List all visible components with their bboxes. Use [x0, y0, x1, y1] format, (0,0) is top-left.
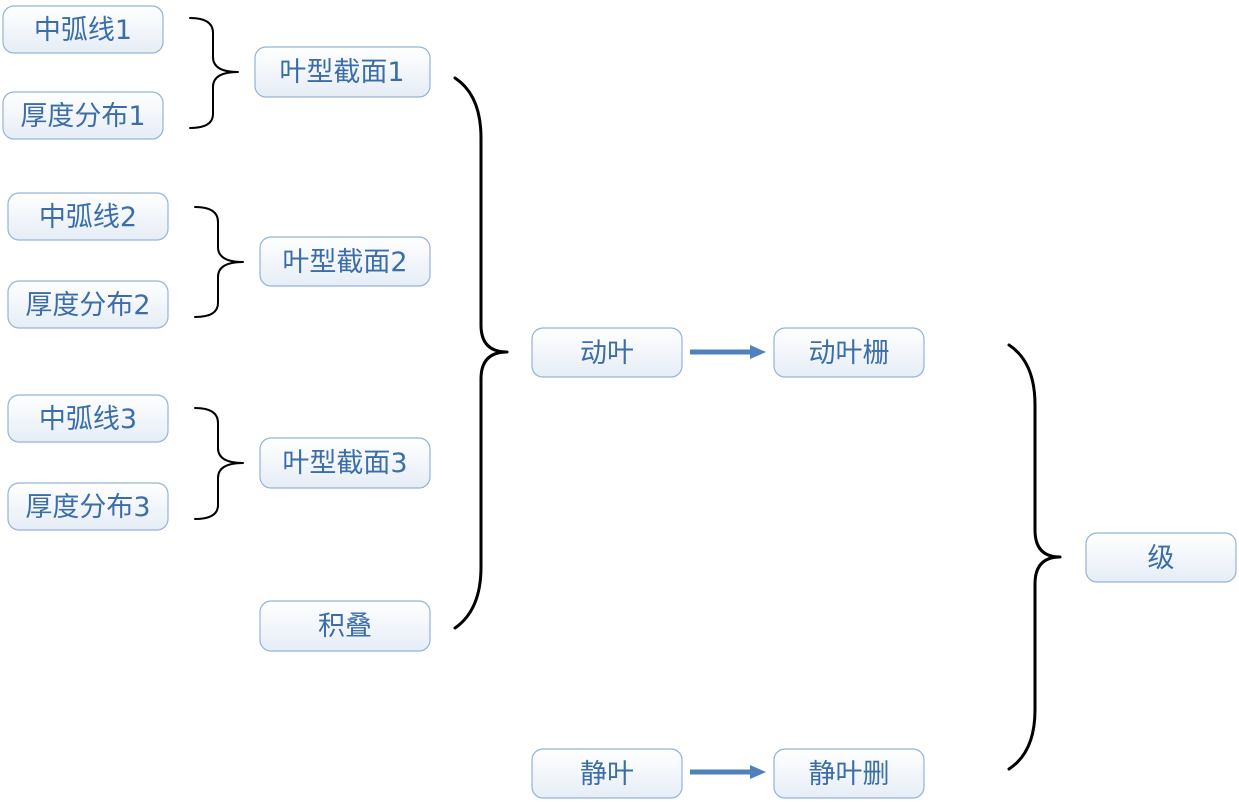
brace-section-2: [194, 206, 244, 318]
node-thickness-distribution-3-label: 厚度分布3: [25, 492, 150, 523]
node-rotor-blade: 动叶: [531, 327, 683, 378]
node-camber-line-3: 中弧线3: [7, 394, 169, 443]
node-blade-section-1: 叶型截面1: [254, 46, 431, 98]
node-stator-cascade: 静叶删: [773, 748, 925, 799]
node-camber-line-2-label: 中弧线2: [39, 202, 137, 233]
node-blade-section-2-label: 叶型截面2: [282, 247, 407, 278]
node-blade-section-3-label: 叶型截面3: [282, 448, 407, 479]
node-camber-line-3-label: 中弧线3: [39, 404, 137, 435]
node-thickness-distribution-2: 厚度分布2: [7, 280, 169, 329]
brace-section-1: [189, 17, 239, 129]
node-blade-section-2: 叶型截面2: [259, 236, 431, 287]
node-stator-blade-label: 静叶: [580, 759, 634, 790]
node-rotor-blade-label: 动叶: [580, 338, 634, 369]
node-camber-line-1-label: 中弧线1: [34, 15, 132, 46]
node-stacking: 积叠: [259, 600, 431, 652]
node-blade-section-3: 叶型截面3: [259, 437, 431, 489]
node-stator-cascade-label: 静叶删: [809, 759, 890, 790]
node-thickness-distribution-1: 厚度分布1: [2, 91, 164, 140]
node-thickness-distribution-1-label: 厚度分布1: [20, 101, 145, 132]
brace-section-3: [194, 407, 244, 520]
node-rotor-cascade-label: 动叶栅: [809, 338, 890, 369]
brace-stage: [1007, 343, 1062, 771]
arrow-stator: [690, 765, 766, 779]
node-camber-line-2: 中弧线2: [7, 192, 169, 241]
brace-rotor-blade: [453, 76, 509, 630]
arrow-rotor: [690, 345, 766, 359]
node-thickness-distribution-2-label: 厚度分布2: [25, 290, 150, 321]
node-thickness-distribution-3: 厚度分布3: [7, 482, 169, 531]
node-blade-section-1-label: 叶型截面1: [279, 57, 404, 88]
node-stage: 级: [1085, 532, 1237, 583]
node-stacking-label: 积叠: [318, 611, 372, 642]
node-rotor-cascade: 动叶栅: [773, 327, 925, 378]
node-stator-blade: 静叶: [531, 748, 683, 799]
node-stage-label: 级: [1148, 543, 1175, 574]
node-camber-line-1: 中弧线1: [2, 5, 164, 54]
